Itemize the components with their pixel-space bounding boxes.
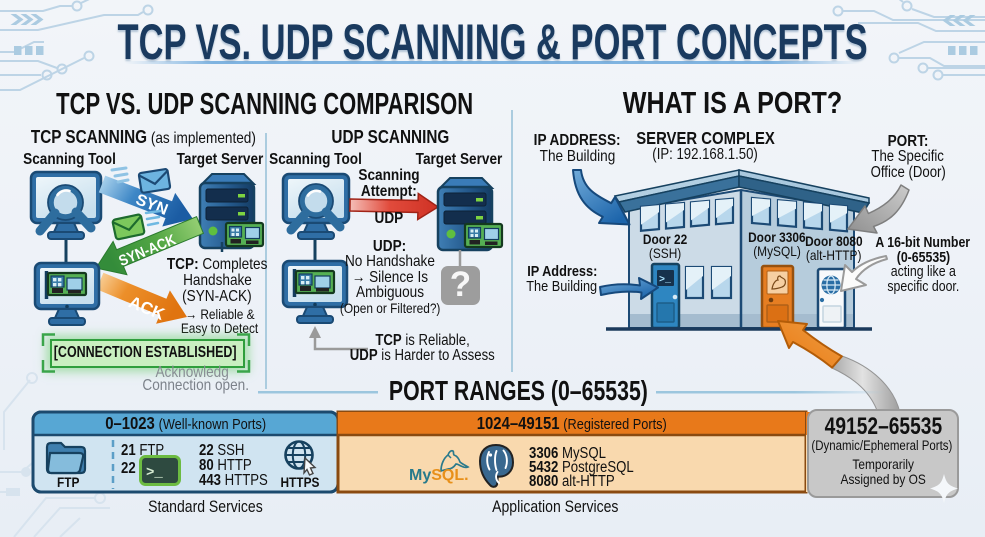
svg-text:>_: >_ (146, 465, 163, 481)
svg-text:>_: >_ (659, 275, 672, 286)
